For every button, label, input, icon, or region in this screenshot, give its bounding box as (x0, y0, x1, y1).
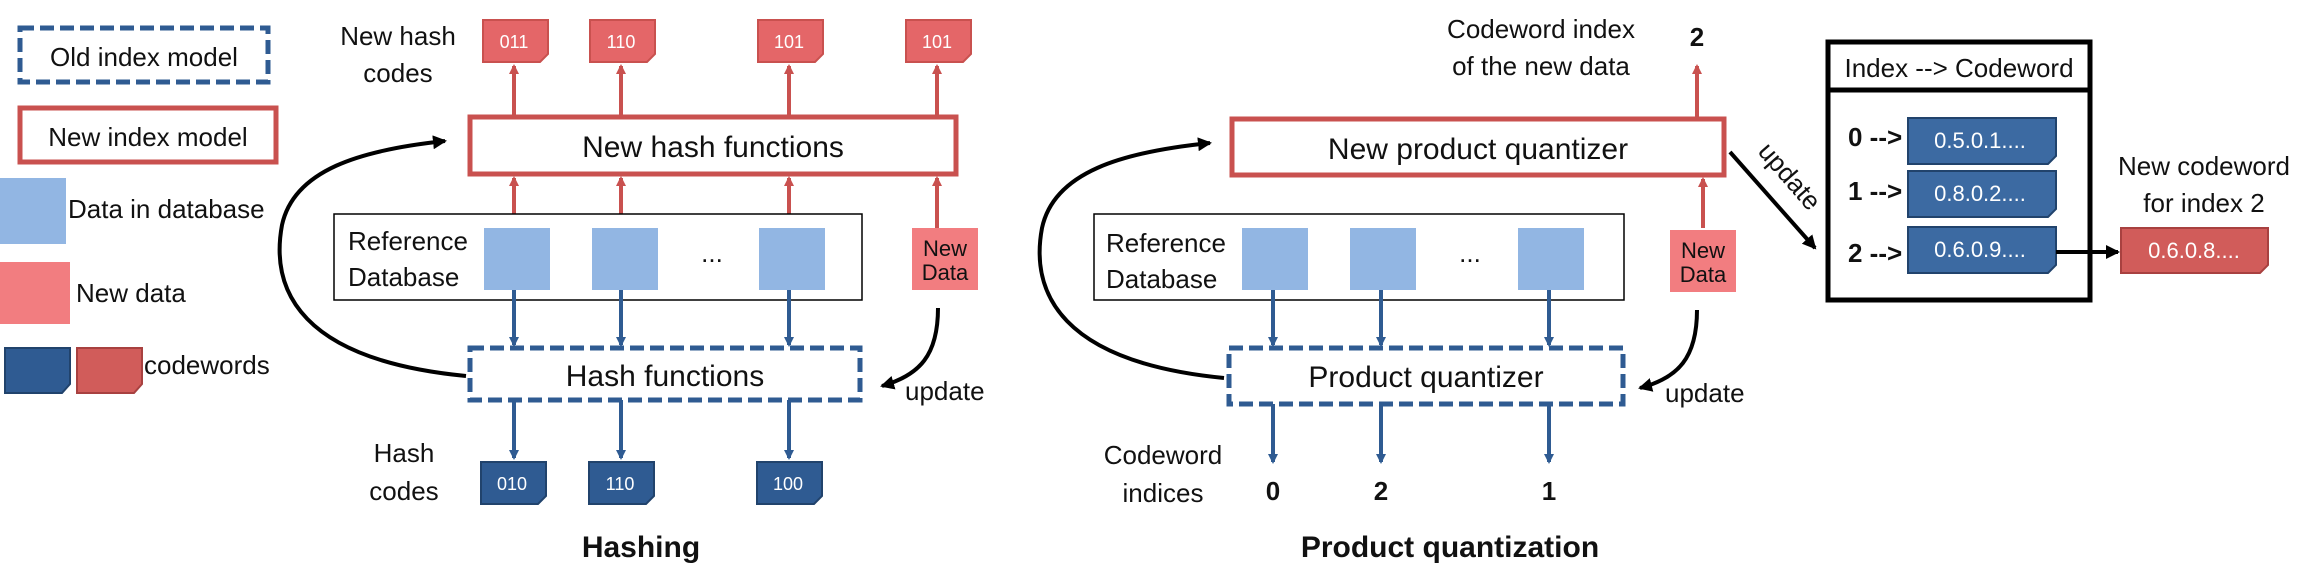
new-data-label-2: Data (1680, 262, 1727, 287)
codeword-indices-label-1: Codeword (1104, 440, 1223, 470)
hash-codes-label-1: Hash (374, 438, 435, 468)
new-hash-code-tag (905, 19, 972, 63)
update-label: update (905, 376, 985, 406)
update-arrow (1638, 309, 1699, 392)
new-hash-code-text: 110 (607, 32, 636, 52)
loop-arrow (277, 135, 467, 378)
new-hash-code-tag (589, 19, 656, 63)
reference-database-label-1: Reference (1106, 228, 1226, 258)
new-hash-code-text: 011 (500, 32, 529, 52)
new-codeword-label-1: New codeword (2118, 151, 2290, 181)
codebook-index-label: 2 --> (1848, 238, 1902, 268)
codeword-tag (1907, 117, 2057, 165)
legend-codewords-label: codewords (144, 350, 270, 380)
new-hash-codes-label-1: New hash (340, 21, 456, 51)
codeword-tag (1907, 226, 2057, 274)
hash-code-text: 010 (497, 474, 527, 494)
pq-panel: Codeword index of the new data 2 New pro… (1037, 14, 1827, 564)
hash-code-text: 100 (773, 474, 803, 494)
legend-new-data-label: New data (76, 278, 186, 308)
hashing-title: Hashing (582, 531, 700, 564)
codeword-value: 0.5.0.1.... (1934, 128, 2026, 153)
update-arrow (880, 307, 940, 390)
database-item (759, 228, 825, 290)
reference-database-label-2: Database (348, 262, 459, 292)
database-ellipsis: ... (1459, 238, 1481, 268)
new-hash-functions-label: New hash functions (582, 131, 844, 164)
database-item (1518, 228, 1584, 290)
new-product-quantizer-label: New product quantizer (1328, 133, 1628, 166)
legend-old-index-box (17, 25, 271, 85)
update-diagonal-label: update (1752, 136, 1827, 216)
codeword-indices-label-2: indices (1123, 478, 1204, 508)
reference-database-label-1: Reference (348, 226, 468, 256)
hash-code-text: 110 (606, 474, 635, 494)
new-product-quantizer-box (1229, 116, 1727, 178)
new-data-label-1: New (923, 236, 967, 261)
new-hash-code-text: 101 (922, 32, 952, 52)
product-quantizer-label: Product quantizer (1308, 361, 1543, 394)
legend-database-swatch (0, 178, 66, 244)
product-quantizer-box (1226, 345, 1626, 407)
new-hash-code-tag (482, 19, 549, 63)
hash-code-tag (588, 461, 655, 505)
new-hash-functions-box (467, 114, 959, 177)
hash-code-tag (480, 461, 547, 505)
new-data-box (1670, 230, 1736, 292)
codeword-index-label-2: of the new data (1452, 51, 1630, 81)
new-codeword-value: 0.6.0.8.... (2148, 238, 2240, 263)
new-hash-code-tag (757, 19, 824, 63)
codeword-index-out: 1 (1542, 476, 1556, 506)
codeword-tag (1907, 170, 2057, 218)
codeword-index-value: 2 (1690, 22, 1704, 52)
hash-functions-label: Hash functions (566, 360, 764, 393)
codebook-header: Index --> Codeword (1844, 53, 2073, 83)
legend-new-index-box (17, 105, 279, 165)
codeword-index-out: 0 (1266, 476, 1280, 506)
database-item (592, 228, 658, 290)
reference-database-label-2: Database (1106, 264, 1217, 294)
new-codeword-tag (2120, 227, 2269, 274)
database-item (484, 228, 550, 290)
update-diagonal-arrow (1728, 150, 1817, 250)
legend-codeword-red (76, 347, 143, 394)
legend-new-index-label: New index model (48, 122, 247, 152)
codeword-value: 0.6.0.9.... (1934, 237, 2026, 262)
hash-code-tag (756, 461, 823, 505)
codeword-index-label-1: Codeword index (1447, 14, 1635, 44)
legend-old-index-label: Old index model (50, 42, 238, 72)
database-item (1350, 228, 1416, 290)
codebook-index-label: 1 --> (1848, 176, 1902, 206)
codeword-value: 0.8.0.2.... (1934, 181, 2026, 206)
hash-functions-box (467, 345, 863, 403)
new-data-box (912, 228, 978, 290)
new-hash-code-text: 101 (774, 32, 804, 52)
codeword-index-out: 2 (1374, 476, 1388, 506)
new-codeword-label-2: for index 2 (2143, 188, 2264, 218)
legend-codeword-blue (4, 347, 71, 394)
codebook-index-label: 0 --> (1848, 122, 1902, 152)
legend-new-data-swatch (0, 262, 70, 324)
legend-database-label: Data in database (68, 194, 265, 224)
hashing-panel: New hash codes 011 110 101 101 New hash … (277, 19, 985, 564)
legend: Old index model New index model Data in … (0, 25, 279, 394)
loop-arrow (1037, 137, 1225, 380)
update-label: update (1665, 378, 1745, 408)
database-item (1242, 228, 1308, 290)
codebook: Index --> Codeword 0 --> 0.5.0.1.... 1 -… (1825, 39, 2290, 303)
new-data-label-1: New (1681, 238, 1725, 263)
database-ellipsis: ... (701, 238, 723, 268)
pq-title: Product quantization (1301, 531, 1599, 564)
new-data-label-2: Data (922, 260, 969, 285)
hash-codes-label-2: codes (369, 476, 438, 506)
new-hash-codes-label-2: codes (363, 58, 432, 88)
